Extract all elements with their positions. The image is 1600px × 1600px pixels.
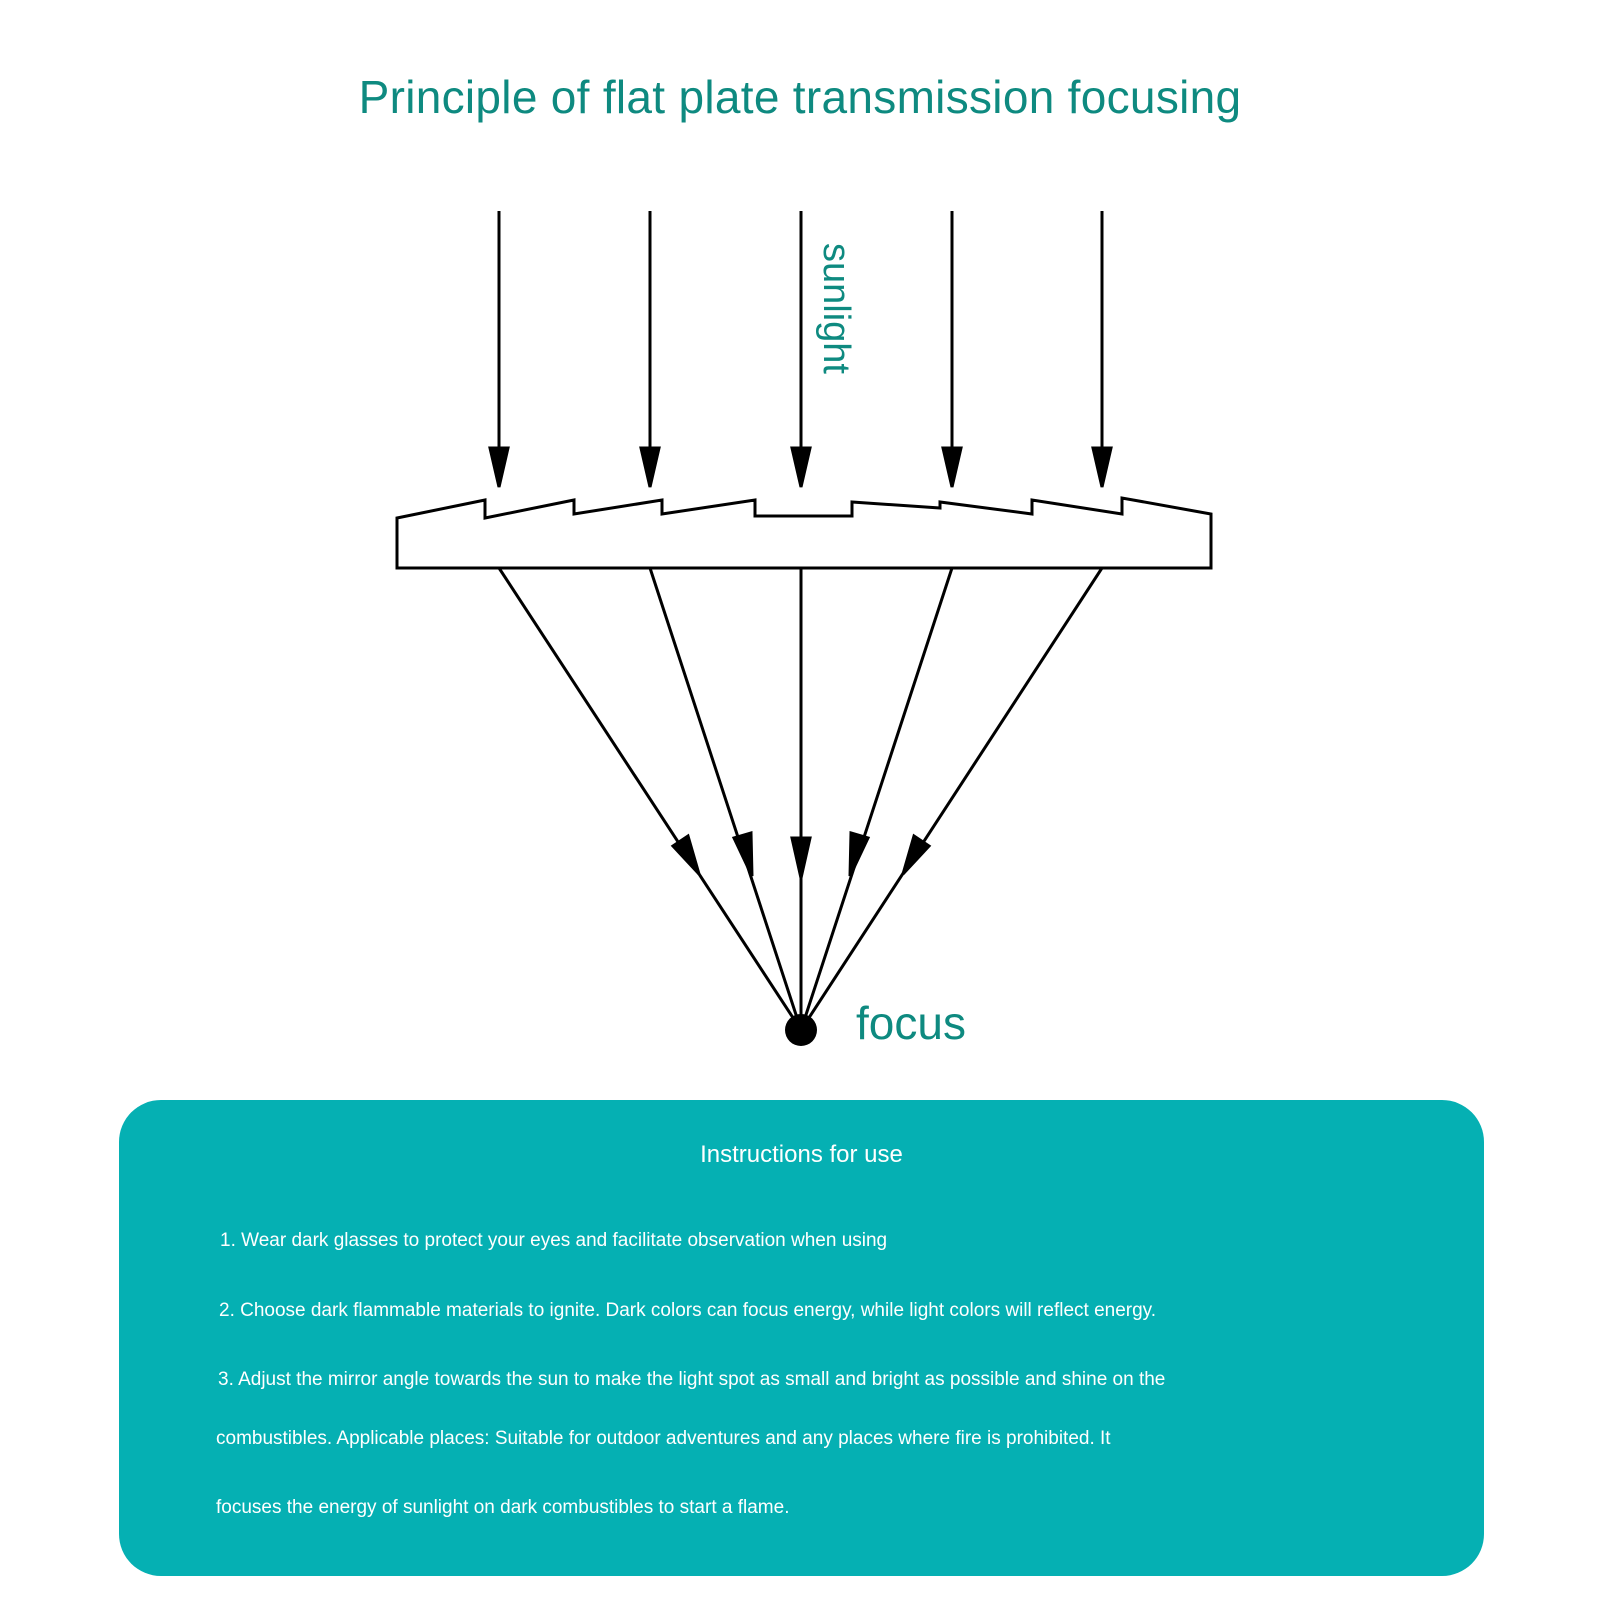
incoming-arrowhead-2: [639, 446, 661, 488]
focus-label: focus: [856, 997, 966, 1049]
incoming-arrowhead-3: [790, 446, 812, 488]
focus-point: [785, 1014, 817, 1046]
incoming-arrowhead-5: [1091, 446, 1113, 488]
converging-arrowhead-3: [790, 836, 812, 879]
focusing-diagram: [395, 211, 1213, 1046]
sunlight-label: sunlight: [815, 243, 857, 374]
instruction-line-5: focuses the energy of sunlight on dark c…: [216, 1497, 790, 1518]
converging-ray-1: [497, 567, 803, 1031]
instruction-line-2: 2. Choose dark flammable materials to ig…: [219, 1300, 1157, 1321]
converging-arrowhead-4: [848, 831, 871, 877]
converging-ray-5: [799, 567, 1104, 1031]
page-title: Principle of flat plate transmission foc…: [358, 71, 1242, 123]
incoming-arrowhead-4: [941, 446, 963, 488]
converging-arrowhead-1: [670, 833, 701, 876]
instruction-line-4: combustibles. Applicable places: Suitabl…: [216, 1428, 1111, 1449]
incoming-rays: [488, 211, 1113, 488]
converging-ray-2: [648, 567, 803, 1031]
instructions-heading: Instructions for use: [700, 1141, 903, 1168]
instruction-line-1: 1. Wear dark glasses to protect your eye…: [220, 1230, 888, 1251]
instruction-line-3: 3. Adjust the mirror angle towards the s…: [218, 1369, 1166, 1390]
incoming-arrowhead-1: [488, 446, 510, 488]
converging-rays: [497, 567, 1104, 1031]
converging-arrowhead-5: [901, 833, 932, 876]
fresnel-plate: [395, 496, 1213, 570]
converging-arrowhead-2: [731, 831, 754, 877]
converging-ray-4: [799, 567, 954, 1031]
instructions-panel: Instructions for use 1. Wear dark glasse…: [119, 1100, 1484, 1576]
